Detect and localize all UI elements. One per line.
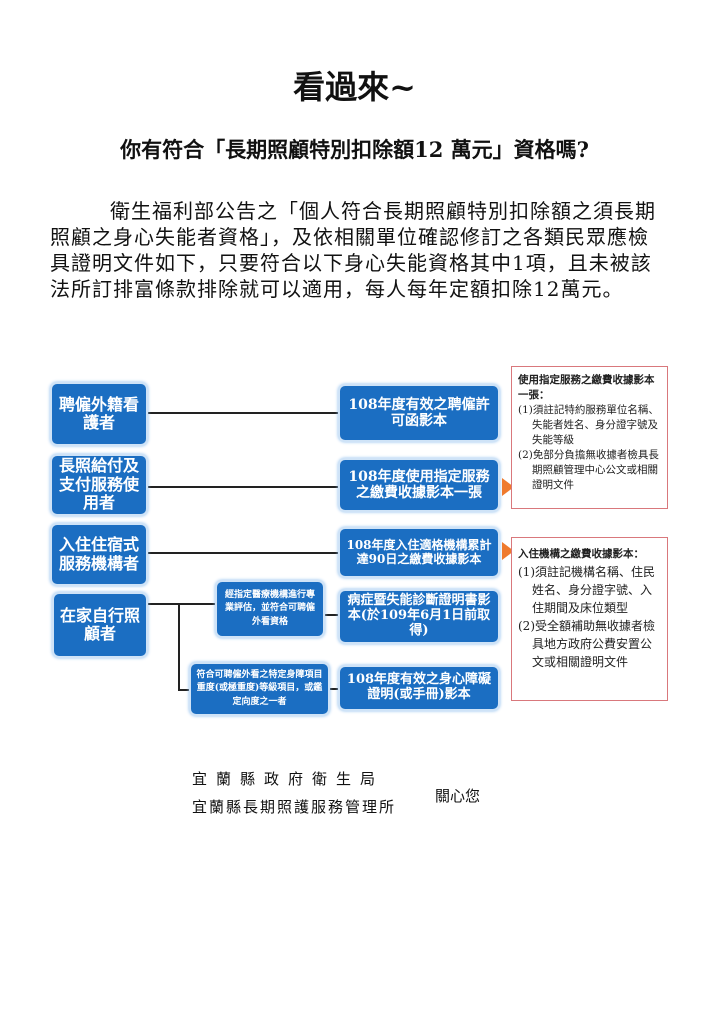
category-box-ltc-service-user: 長照給付及支付服務使用者 [50,454,148,516]
connector-line [178,603,180,691]
connector-line [148,603,215,605]
note-item: (1)須註記特約服務單位名稱、失能者姓名、身分證字號及失能等級 [518,404,659,446]
intro-paragraph: 衛生福利部公告之「個人符合長期照顧特別扣除額之須長期照顧之身心失能者資格」，及依… [50,199,656,301]
page-subtitle: 你有符合「長期照顧特別扣除額12 萬元」資格嗎? [120,137,589,162]
category-box-home-care: 在家自行照顧者 [52,592,148,658]
note-item: (2)受全額補助無收據者檢具地方政府公費安置公文或相關證明文件 [518,619,655,669]
connector-line [178,689,190,691]
footer-org-ltc-center: 宜蘭縣長期照護服務管理所 [192,798,397,816]
note-item: (1)須註記機構名稱、住民姓名、身分證字號、入住期間及床位類型 [518,565,655,615]
footer-closing: 關心您 [435,787,481,805]
document-box-institution-receipt: 108年度入住適格機構累計達90日之繳費收據影本 [338,527,500,578]
document-box-disability-certificate: 108年度有效之身心障礙證明(或手冊)影本 [338,665,500,711]
note-institution-receipt: 入住機構之繳費收據影本： (1)須註記機構名稱、住民姓名、身分證字號、入住期間及… [511,537,668,701]
document-box-employment-permit: 108年度有效之聘僱許可函影本 [338,384,500,442]
condition-box-medical-assessment: 經指定醫療機構進行專業評估，並符合可聘僱外看資格 [215,580,325,638]
connector-line [325,614,338,616]
category-box-residential-institution: 入住住宿式服務機構者 [50,523,148,586]
footer-org-health-bureau: 宜蘭縣政府衛生局 [192,770,385,788]
note-heading: 入住機構之繳費收據影本： [518,548,644,560]
connector-line [330,688,338,690]
note-heading: 使用指定服務之繳費收據影本一張： [518,374,655,401]
connector-line [148,412,338,414]
condition-box-disability-level: 符合可聘僱外看之特定身障項目重度(或極重度)等級項目，或鑑定向度之一者 [189,662,330,716]
page-title: 看過來~ [293,68,416,106]
document-box-service-receipt: 108年度使用指定服務之繳費收據影本一張 [338,458,500,512]
note-item: (2)免部分負擔無收據者檢具長期照顧管理中心公文或相關證明文件 [518,449,659,491]
note-service-receipt: 使用指定服務之繳費收據影本一張： (1)須註記特約服務單位名稱、失能者姓名、身分… [511,366,668,509]
connector-line [148,552,338,554]
category-box-foreign-caregiver: 聘僱外籍看護者 [50,382,148,446]
document-box-diagnosis-certificate: 病症暨失能診斷證明書影本(於109年6月1日前取得) [338,589,500,644]
connector-line [148,486,338,488]
